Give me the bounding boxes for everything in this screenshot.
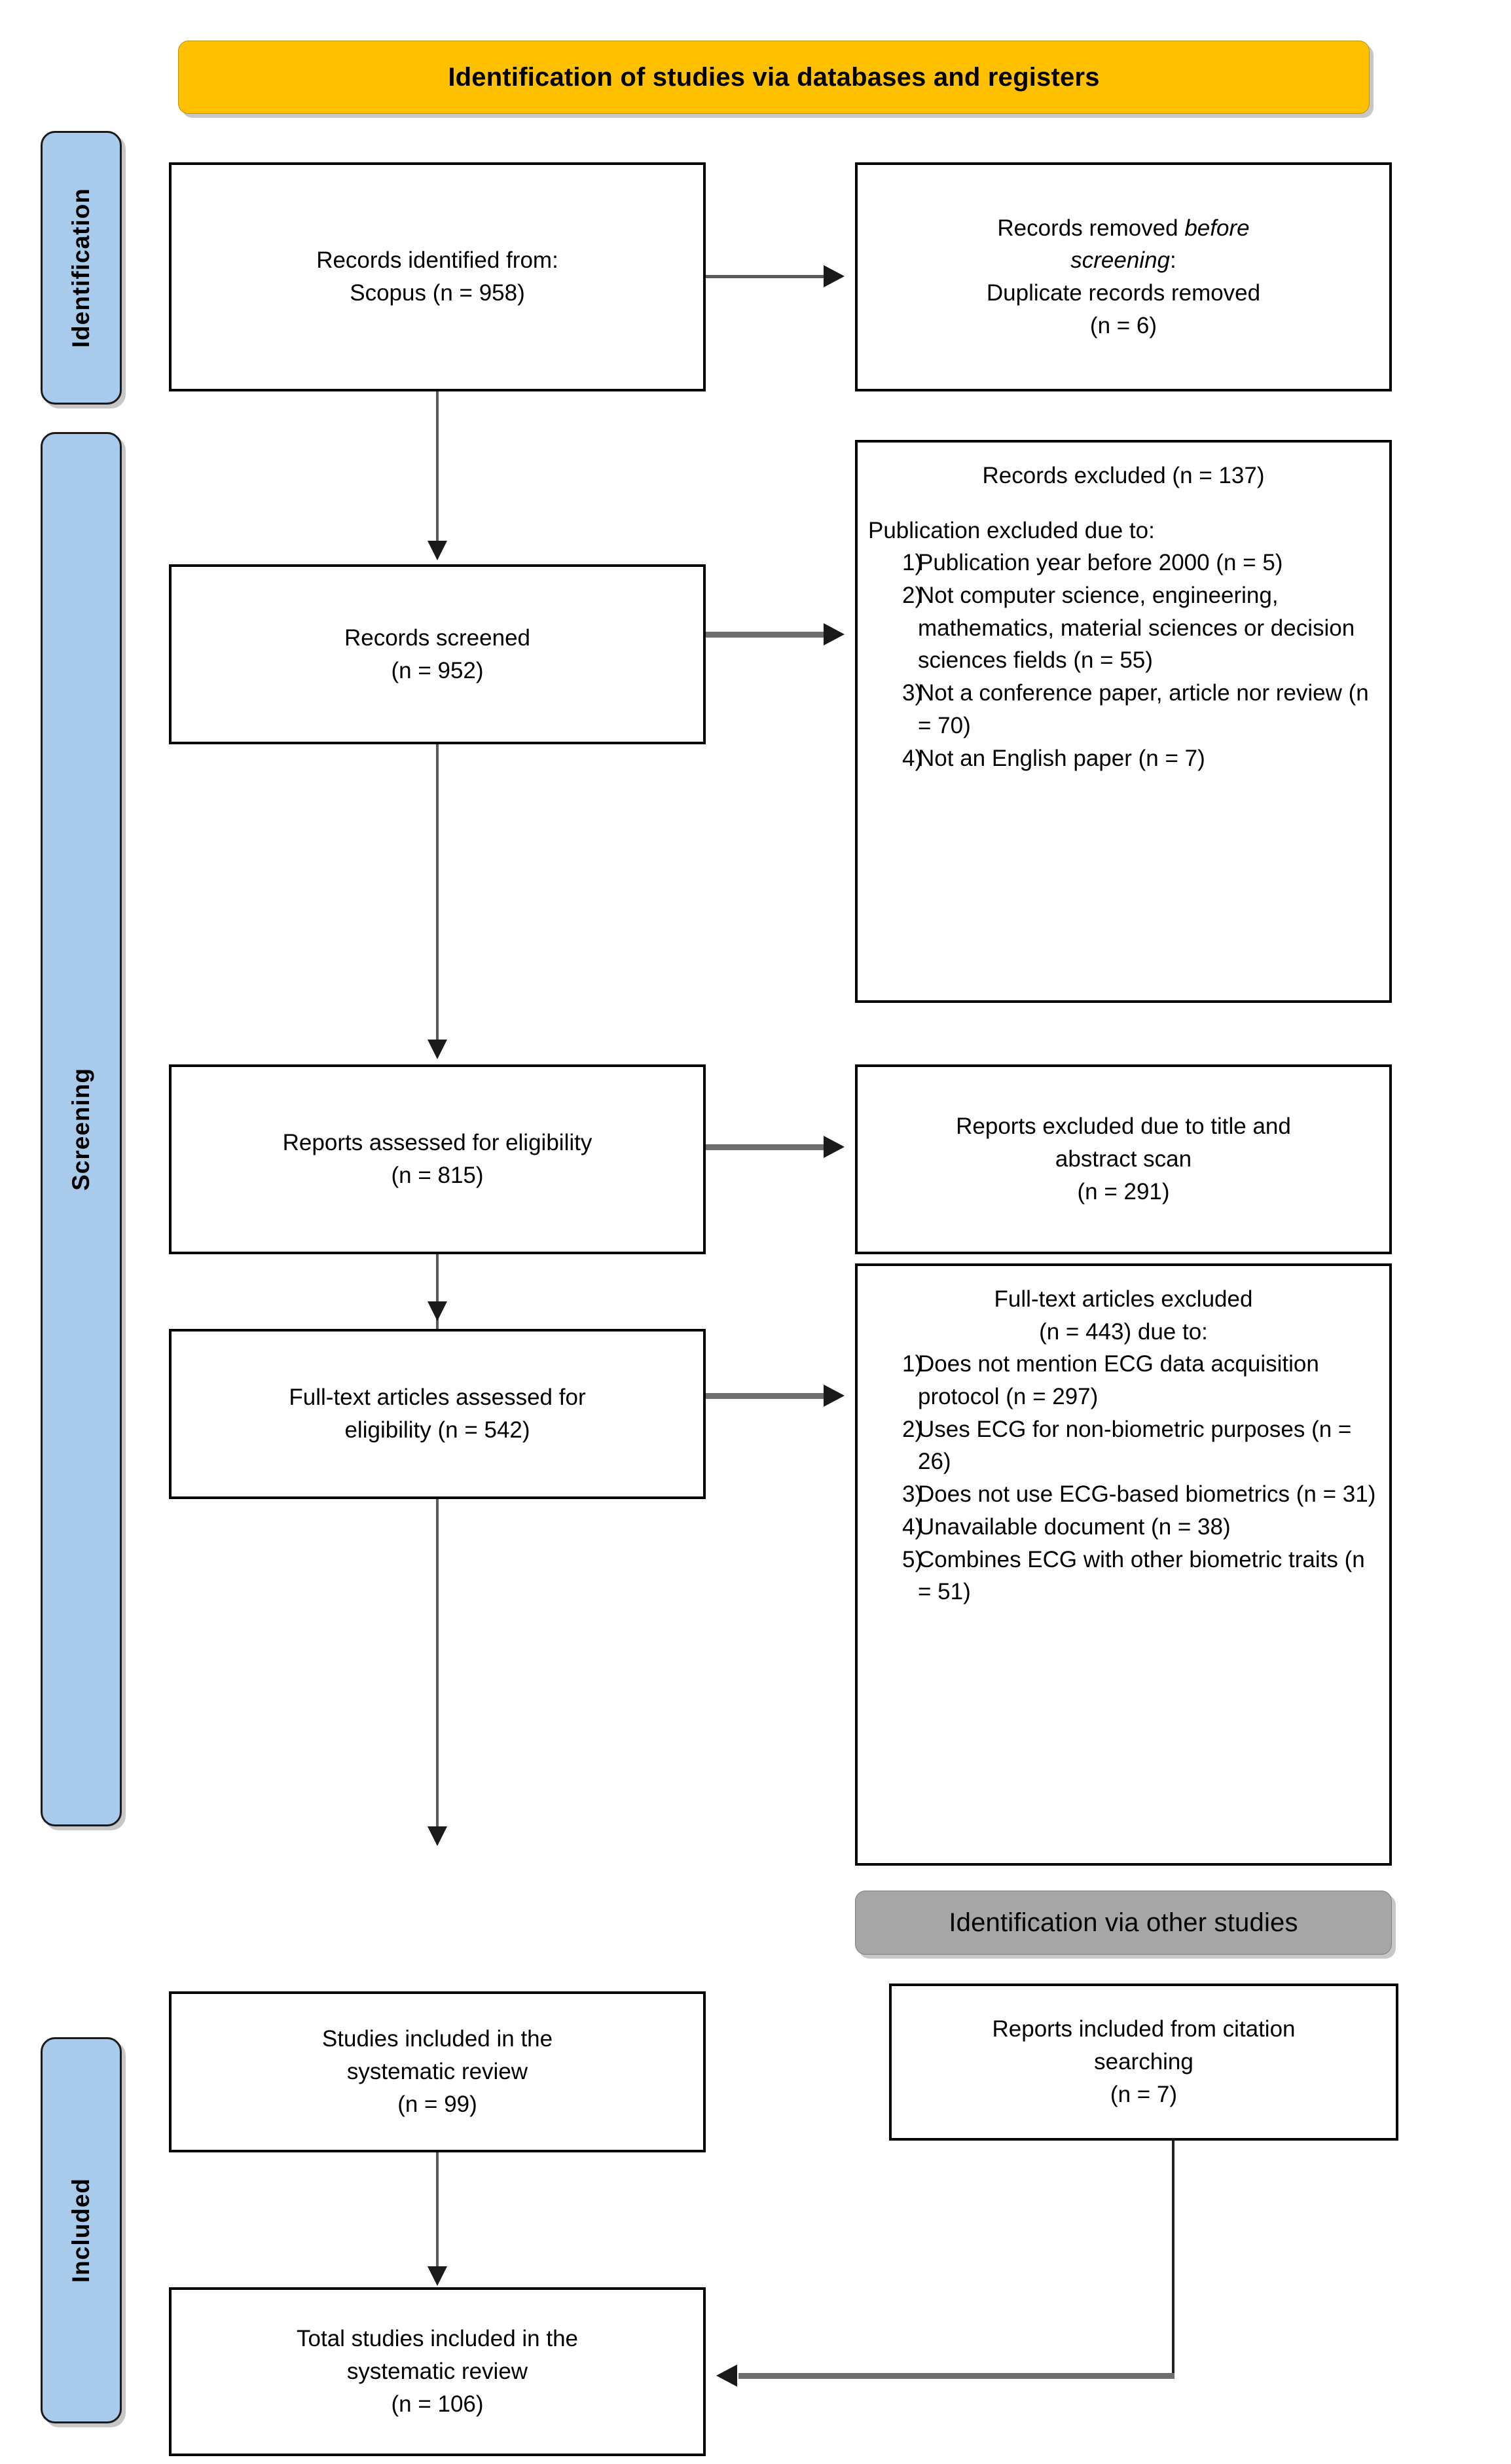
records-removed-line1: Records removed before <box>997 215 1250 241</box>
stage-pill-identification: Identification <box>41 131 122 405</box>
list-item-text: Does not use ECG-based biometrics (n = 3… <box>918 1481 1376 1508</box>
banner-identification-databases-label: Identification of studies via databases … <box>448 62 1100 92</box>
records-excluded-subheader: Publication excluded due to: <box>868 517 1155 543</box>
list-item-text: Not computer science, engineering, mathe… <box>918 583 1355 674</box>
list-item: 5) Combines ECG with other biometric tra… <box>868 1544 1379 1608</box>
arrow-studies-included-to-total <box>428 2266 447 2286</box>
studies-included-line3: (n = 99) <box>397 2091 477 2117</box>
arrow-screened-to-excluded <box>824 623 845 645</box>
reports-excluded-line3: (n = 291) <box>1077 1178 1170 1205</box>
fulltext-excluded-header-line1: Full-text articles excluded <box>994 1286 1253 1312</box>
list-item: 2) Not computer science, engineering, ma… <box>868 579 1379 677</box>
records-identified-line2: Scopus (n = 958) <box>350 280 525 306</box>
list-item-number: 3) <box>902 680 923 706</box>
list-item-number: 4) <box>902 745 923 771</box>
box-records-screened: Records screened (n = 952) <box>169 564 706 744</box>
list-item: 2) Uses ECG for non-biometric purposes (… <box>868 1413 1379 1478</box>
stage-pill-screening-label: Screening <box>67 1068 94 1191</box>
connector-identified-to-removed <box>706 275 826 278</box>
list-item-text: Does not mention ECG data acquisition pr… <box>918 1351 1319 1410</box>
stage-pill-included: Included <box>41 2037 122 2423</box>
reports-excluded-line1: Reports excluded due to title and <box>956 1114 1291 1140</box>
list-item-text: Not an English paper (n = 7) <box>918 745 1205 771</box>
list-item-number: 2) <box>902 1416 923 1442</box>
fulltext-assessed-line2: eligibility (n = 542) <box>344 1417 530 1443</box>
list-item-text: Uses ECG for non-biometric purposes (n =… <box>918 1416 1352 1475</box>
arrow-reports-assessed-to-fulltext <box>428 1301 447 1321</box>
reports-citation-line2: searching <box>1094 2049 1193 2075</box>
studies-included-line1: Studies included in the <box>321 2026 553 2052</box>
arrow-fulltext-to-studies-included <box>428 1826 447 1846</box>
total-included-line1: Total studies included in the <box>297 2326 578 2352</box>
arrow-reports-assessed-to-excluded <box>824 1136 845 1158</box>
stage-pill-identification-label: Identification <box>67 187 94 348</box>
box-total-studies-included: Total studies included in the systematic… <box>169 2287 706 2456</box>
records-identified-line1: Records identified from: <box>316 247 558 274</box>
box-records-excluded: Records excluded (n = 137) Publication e… <box>855 440 1392 1003</box>
reports-citation-line1: Reports included from citation <box>992 2016 1296 2042</box>
records-removed-line2: screening: <box>1070 247 1176 274</box>
records-screened-line2: (n = 952) <box>391 657 484 683</box>
total-included-line2: systematic review <box>346 2359 528 2385</box>
connector-identified-to-screened <box>436 391 439 545</box>
list-item-number: 3) <box>902 1481 923 1508</box>
arrow-screened-to-reports-assessed <box>428 1040 447 1059</box>
list-item-number: 5) <box>902 1546 923 1572</box>
list-item: 1) Publication year before 2000 (n = 5) <box>868 547 1379 579</box>
list-item-text: Publication year before 2000 (n = 5) <box>918 550 1283 576</box>
arrow-identified-to-removed <box>824 265 845 287</box>
records-excluded-header: Records excluded (n = 137) <box>982 463 1265 488</box>
stage-pill-screening: Screening <box>41 432 122 1826</box>
list-item-number: 4) <box>902 1513 923 1540</box>
reports-citation-line3: (n = 7) <box>1110 2081 1178 2107</box>
list-item-text: Unavailable document (n = 38) <box>918 1513 1231 1540</box>
connector-fulltext-to-excluded <box>706 1393 826 1399</box>
records-removed-line3: Duplicate records removed <box>986 280 1261 306</box>
list-item: 3) Not a conference paper, article nor r… <box>868 677 1379 742</box>
banner-identification-other-studies-label: Identification via other studies <box>949 1908 1298 1937</box>
box-fulltext-assessed: Full-text articles assessed for eligibil… <box>169 1329 706 1499</box>
list-item-number: 2) <box>902 583 923 609</box>
reports-assessed-line2: (n = 815) <box>391 1163 484 1188</box>
box-fulltext-excluded: Full-text articles excluded (n = 443) du… <box>855 1263 1392 1866</box>
connector-citation-vertical <box>1172 2141 1174 2376</box>
list-item-number: 1) <box>902 1351 923 1377</box>
fulltext-assessed-line1: Full-text articles assessed for <box>289 1385 586 1411</box>
connector-screened-to-excluded <box>706 632 826 638</box>
fulltext-excluded-header-line2: (n = 443) due to: <box>1039 1318 1208 1345</box>
connector-reports-assessed-to-fulltext <box>436 1254 439 1346</box>
arrow-fulltext-to-excluded <box>824 1385 845 1407</box>
list-item-text: Combines ECG with other biometric traits… <box>918 1546 1365 1605</box>
list-item: 1) Does not mention ECG data acquisition… <box>868 1348 1379 1413</box>
connector-citation-horizontal <box>738 2373 1174 2379</box>
box-reports-excluded: Reports excluded due to title and abstra… <box>855 1064 1392 1254</box>
studies-included-line2: systematic review <box>346 2059 528 2085</box>
list-item: 4) Not an English paper (n = 7) <box>868 742 1379 775</box>
list-item-text: Not a conference paper, article nor revi… <box>918 680 1369 738</box>
banner-identification-databases: Identification of studies via databases … <box>178 41 1370 114</box>
box-records-identified: Records identified from: Scopus (n = 958… <box>169 162 706 391</box>
reports-excluded-line2: abstract scan <box>1055 1146 1192 1172</box>
connector-studies-included-to-total <box>436 2152 439 2283</box>
box-reports-citation-searching: Reports included from citation searching… <box>889 1984 1398 2141</box>
arrow-citation-to-total <box>716 2364 737 2387</box>
reports-assessed-line1: Reports assessed for eligibility <box>282 1130 592 1156</box>
connector-screened-to-reports-assessed <box>436 744 439 1044</box>
fulltext-excluded-list: 1) Does not mention ECG data acquisition… <box>868 1348 1379 1608</box>
connector-reports-assessed-to-excluded <box>706 1144 826 1150</box>
list-item-number: 1) <box>902 550 923 576</box>
box-studies-included: Studies included in the systematic revie… <box>169 1991 706 2152</box>
records-excluded-list: 1) Publication year before 2000 (n = 5) … <box>868 547 1379 774</box>
connector-fulltext-to-studies-included <box>436 1499 439 1841</box>
records-removed-line4: (n = 6) <box>1089 312 1157 338</box>
box-records-removed: Records removed before screening: Duplic… <box>855 162 1392 391</box>
total-included-line3: (n = 106) <box>391 2391 484 2417</box>
banner-identification-other-studies: Identification via other studies <box>855 1891 1392 1955</box>
records-screened-line1: Records screened <box>344 625 531 651</box>
arrow-identified-to-screened <box>428 541 447 560</box>
list-item: 3) Does not use ECG-based biometrics (n … <box>868 1478 1379 1511</box>
stage-pill-included-label: Included <box>67 2177 94 2283</box>
box-reports-assessed: Reports assessed for eligibility (n = 81… <box>169 1064 706 1254</box>
list-item: 4) Unavailable document (n = 38) <box>868 1511 1379 1544</box>
